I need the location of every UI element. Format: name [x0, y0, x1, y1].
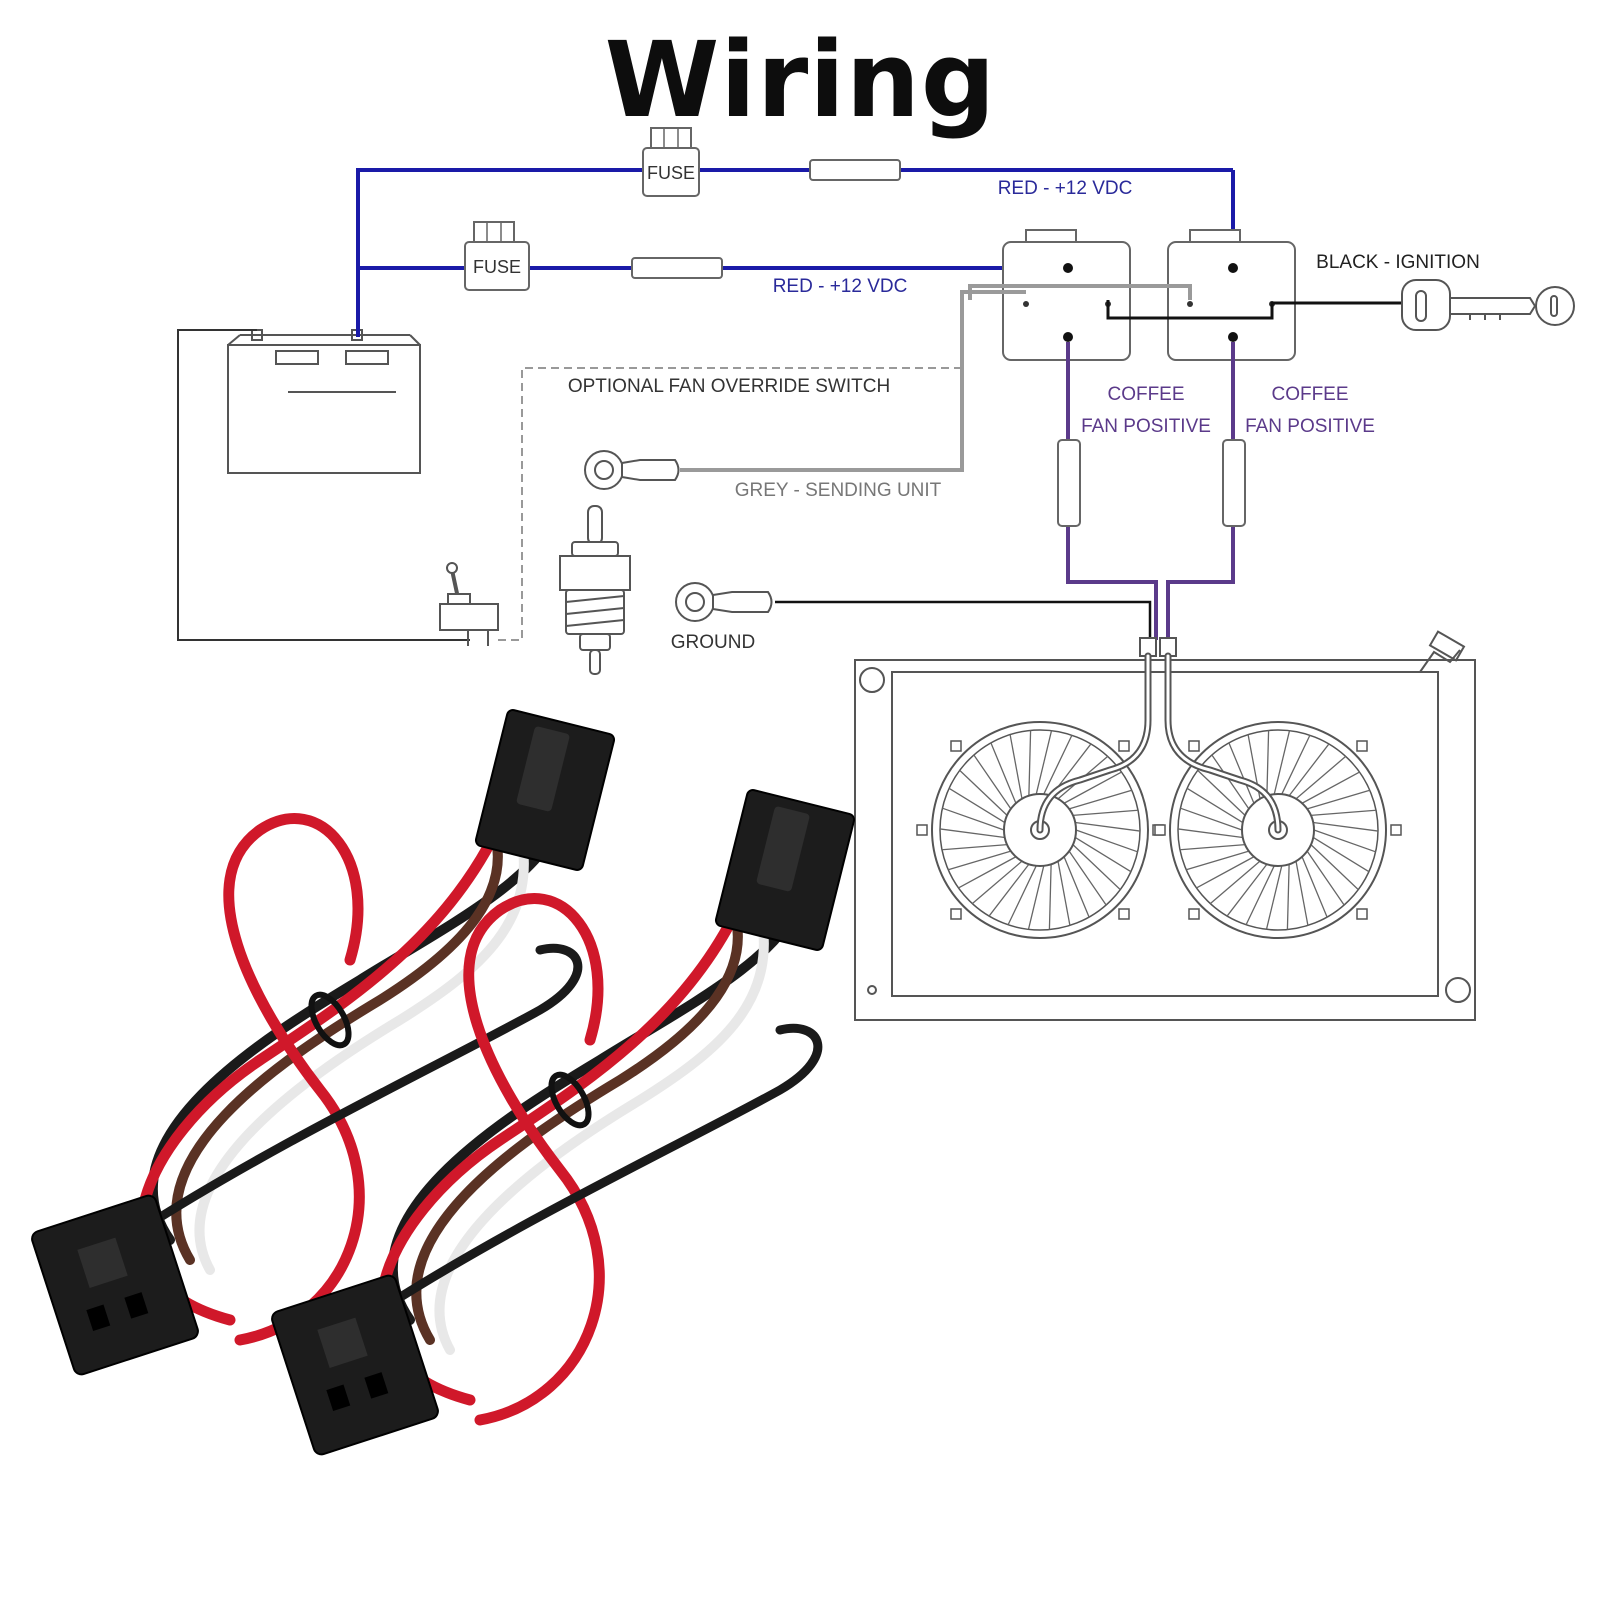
- fuse-label-2: FUSE: [473, 257, 521, 277]
- battery-negative-wire: [177, 329, 470, 641]
- splice-icon: [631, 257, 723, 279]
- splice-icon: [1057, 439, 1081, 527]
- fuse-label-1: FUSE: [647, 163, 695, 183]
- relay-harness-photo: [31, 709, 856, 1456]
- black-ignition-wire: [1106, 300, 1402, 320]
- ground-wire: [775, 600, 1152, 640]
- red-wire-label-top: RED - +12 VDC: [998, 178, 1133, 199]
- fuse-icon: FUSE: [642, 127, 700, 197]
- coffee-label-1: COFFEE: [1107, 384, 1184, 405]
- grey-sending-wire: [680, 284, 1192, 472]
- red-wire-label-mid: RED - +12 VDC: [773, 276, 908, 297]
- grey-sending-label: GREY - SENDING UNIT: [735, 480, 942, 501]
- fan-positive-label-1: FAN POSITIVE: [1081, 416, 1211, 437]
- relay-icon: [1002, 229, 1131, 361]
- coffee-label-2: COFFEE: [1271, 384, 1348, 405]
- override-label: OPTIONAL FAN OVERRIDE SWITCH: [568, 376, 890, 397]
- ignition-key-icon: [1401, 279, 1575, 331]
- ground-label: GROUND: [671, 632, 755, 653]
- relay-icon: [1167, 229, 1296, 361]
- red-12v-wires: [356, 168, 1235, 337]
- splice-icon: [1222, 439, 1246, 527]
- fan-positive-label-2: FAN POSITIVE: [1245, 416, 1375, 437]
- battery-icon: [227, 329, 421, 474]
- fuse-icon: FUSE: [464, 221, 530, 291]
- sending-unit-icon: [559, 505, 631, 675]
- override-dashed-wire: [498, 367, 962, 641]
- ring-terminal-icon: [675, 582, 773, 622]
- splice-icon: [809, 159, 901, 181]
- page-title: Wiring: [604, 19, 997, 141]
- black-ignition-label: BLACK - IGNITION: [1316, 252, 1480, 273]
- toggle-switch-icon: [439, 562, 499, 646]
- ring-terminal-icon: [584, 450, 680, 490]
